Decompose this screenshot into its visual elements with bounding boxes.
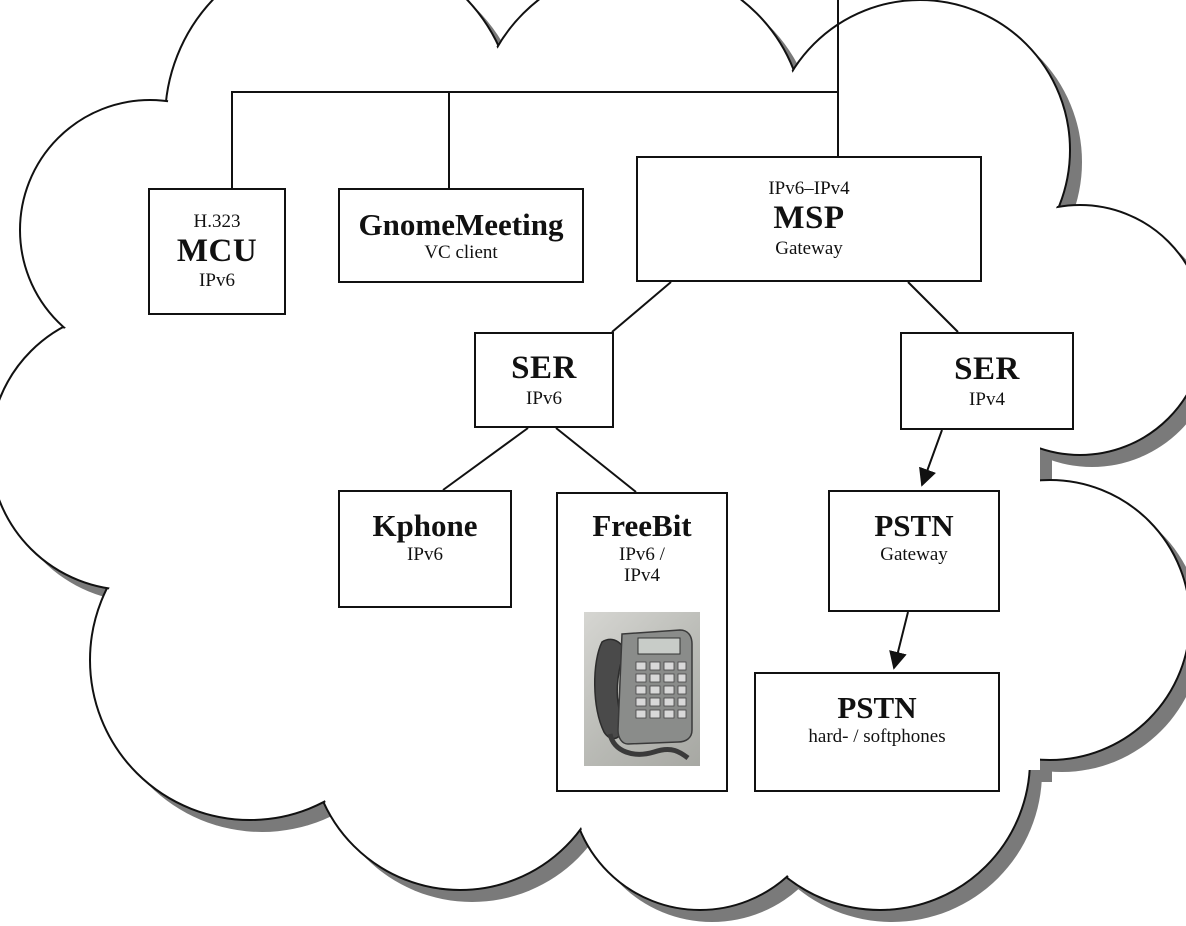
- gnomemeeting-node: GnomeMeeting VC client: [338, 188, 584, 283]
- freebit-title: FreeBit: [592, 508, 692, 543]
- mcu-node: H.323 MCU IPv6: [148, 188, 286, 315]
- ser-ipv6-title: SER: [511, 350, 577, 387]
- ser-ipv4-node: SER IPv4: [900, 332, 1074, 430]
- mcu-title: MCU: [176, 232, 258, 269]
- desk-phone-icon: [584, 612, 700, 766]
- ser-ipv6-node: SER IPv6: [474, 332, 614, 428]
- pstn-phones-node: PSTN hard- / softphones: [754, 672, 1000, 792]
- mcu-protocol: H.323: [193, 210, 241, 232]
- msp-to-ser4: [907, 281, 959, 333]
- msp-title: MSP: [773, 200, 845, 237]
- pstn-gateway-node: PSTN Gateway: [828, 490, 1000, 612]
- pstn-phones-subtitle: hard- / softphones: [808, 725, 946, 747]
- freebit-ip-line1: IPv6 /: [619, 543, 665, 565]
- msp-subtitle: Gateway: [775, 237, 843, 259]
- ser-ipv4-title: SER: [954, 351, 1020, 388]
- kphone-ip: IPv6: [407, 543, 443, 565]
- ser4-to-pstn-gateway: [919, 429, 943, 487]
- connectors: [231, 0, 959, 670]
- gnomemeeting-subtitle: VC client: [424, 242, 498, 264]
- kphone-title: Kphone: [372, 508, 478, 543]
- ser6-to-kphone: [442, 427, 529, 491]
- ser-ipv4-ip: IPv4: [969, 389, 1005, 411]
- kphone-node: Kphone IPv6: [338, 490, 512, 608]
- ser-ipv6-ip: IPv6: [526, 388, 562, 410]
- ser6-to-freebit: [555, 427, 637, 493]
- msp-node: IPv6–IPv4 MSP Gateway: [636, 156, 982, 282]
- pstn-gateway-title: PSTN: [874, 508, 954, 543]
- msp-to-ser6: [611, 281, 672, 333]
- gnomemeeting-title: GnomeMeeting: [358, 206, 564, 242]
- msp-protocol: IPv6–IPv4: [768, 178, 850, 200]
- pstn-gateway-subtitle: Gateway: [880, 543, 948, 565]
- pstn-phones-title: PSTN: [837, 690, 917, 725]
- pstn-gateway-to-phones: [889, 611, 909, 670]
- freebit-ip-line2: IPv4: [624, 565, 660, 587]
- bus-line: [231, 0, 839, 188]
- mcu-ip: IPv6: [199, 270, 235, 292]
